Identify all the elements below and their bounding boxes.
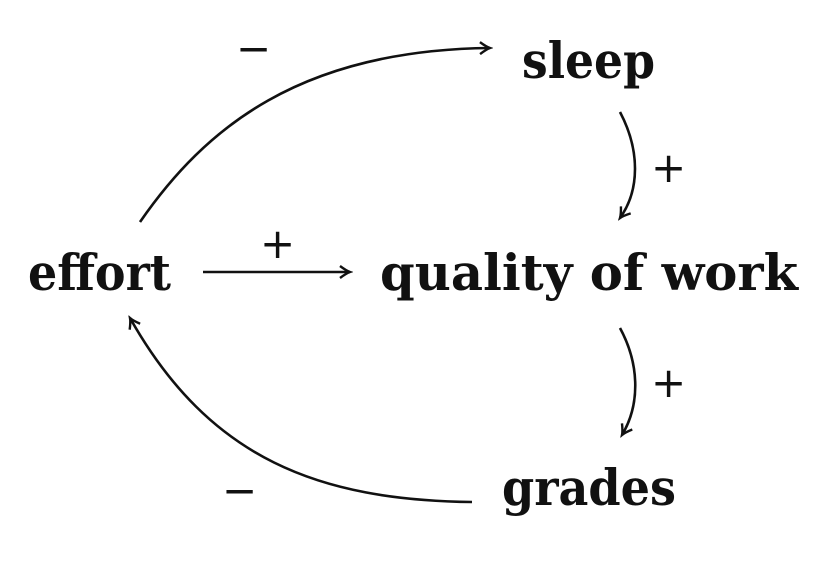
sign-sleep-to-quality: +: [651, 143, 686, 192]
edge-grades-to-effort: [130, 318, 473, 504]
node-sleep: sleep: [522, 31, 655, 90]
node-grades: grades: [502, 458, 676, 517]
edge-quality-to-grades: [618, 327, 637, 435]
edge-effort-to-sleep: [138, 48, 490, 223]
node-effort: effort: [28, 243, 171, 302]
sign-quality-to-grades: +: [651, 358, 686, 407]
sign-grades-to-effort: −: [222, 466, 257, 515]
edge-sleep-to-quality: [620, 111, 637, 218]
node-quality-of-work: quality of work: [380, 243, 799, 302]
sign-effort-to-sleep: −: [236, 24, 271, 73]
sign-effort-to-quality: +: [260, 219, 295, 268]
